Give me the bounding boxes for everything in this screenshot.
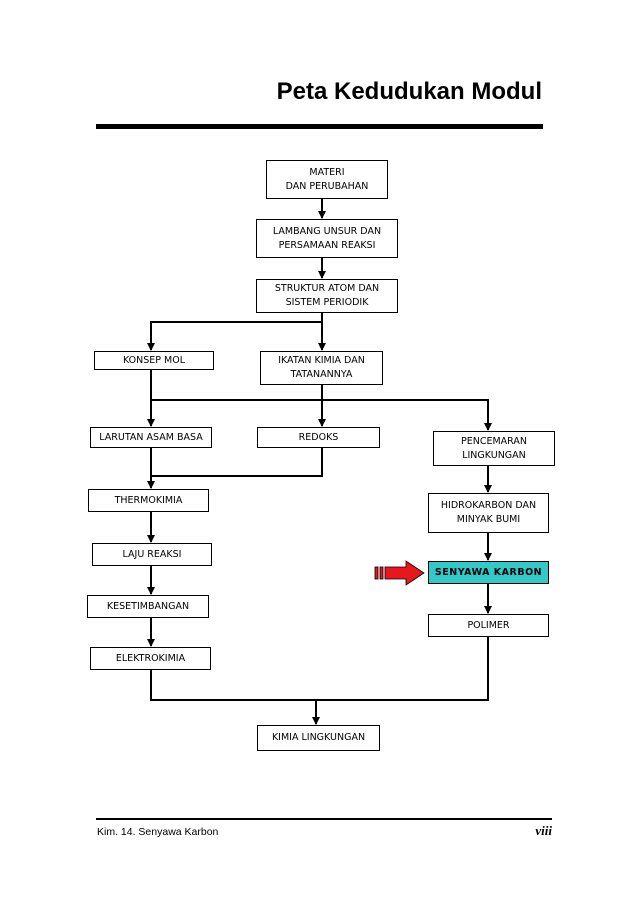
- node-senyawa-karbon: SENYAWA KARBON: [428, 561, 549, 584]
- pointer-arrow-icon: [374, 560, 425, 586]
- node-hidrokarbon: HIDROKARBON DAN MINYAK BUMI: [428, 493, 549, 533]
- node-thermokimia: THERMOKIMIA: [88, 489, 209, 512]
- node-polimer: POLIMER: [428, 614, 549, 637]
- node-materi: MATERI DAN PERUBAHAN: [266, 160, 388, 199]
- node-lambang-unsur: LAMBANG UNSUR DAN PERSAMAAN REAKSI: [256, 219, 398, 258]
- footer-page-number: viii: [535, 823, 552, 838]
- node-konsep-mol: KONSEP MOL: [94, 351, 214, 370]
- footer-rule: [96, 818, 552, 820]
- node-redoks: REDOKS: [257, 427, 380, 448]
- title-rule: [96, 124, 543, 129]
- node-elektrokimia: ELEKTROKIMIA: [90, 647, 211, 670]
- node-kimia-lingkungan: KIMIA LINGKUNGAN: [257, 725, 380, 751]
- node-kesetimbangan: KESETIMBANGAN: [87, 595, 209, 618]
- footer-module-label: Kim. 14. Senyawa Karbon: [97, 826, 219, 838]
- page-title: Peta Kedudukan Modul: [276, 78, 542, 105]
- node-laju-reaksi: LAJU REAKSI: [92, 543, 212, 566]
- node-pencemaran: PENCEMARAN LINGKUNGAN: [433, 431, 555, 466]
- node-ikatan-kimia: IKATAN KIMIA DAN TATANANNYA: [260, 351, 383, 385]
- node-struktur-atom: STRUKTUR ATOM DAN SISTEM PERIODIK: [256, 279, 398, 313]
- node-larutan-asam-basa: LARUTAN ASAM BASA: [90, 427, 212, 448]
